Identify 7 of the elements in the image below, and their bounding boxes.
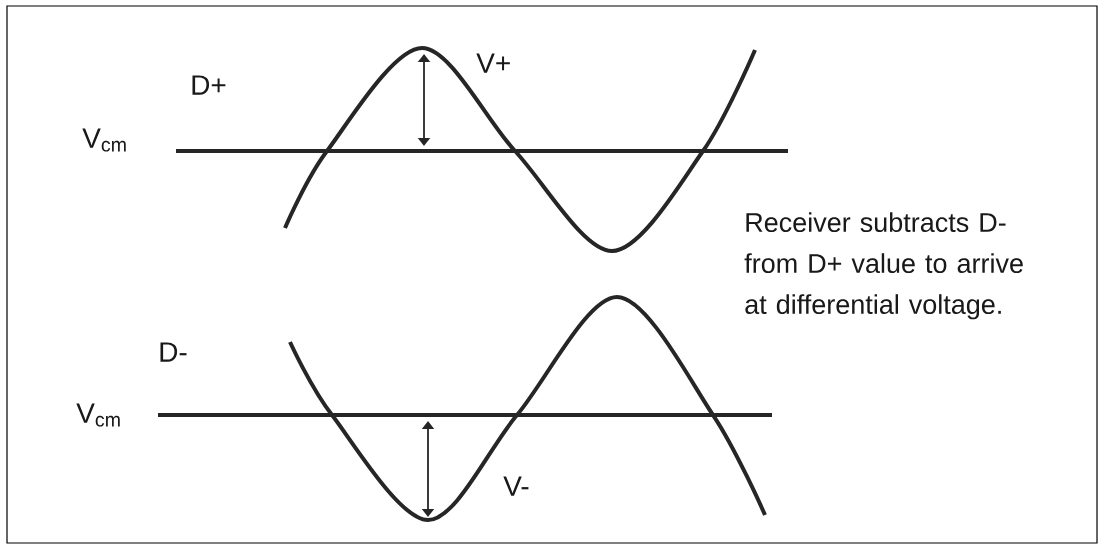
note-text: Receiver subtracts D- from D+ value to arrive at differential voltage. — [744, 212, 1023, 320]
signal-label: V- — [503, 476, 529, 496]
signal-label: V$_{cm}$ — [82, 128, 126, 152]
signal-label: V$_{cm}$ — [76, 403, 120, 427]
signal-label: D+ — [192, 75, 226, 95]
signal-label: V+ — [476, 53, 510, 73]
signal-label: D- — [160, 342, 187, 362]
